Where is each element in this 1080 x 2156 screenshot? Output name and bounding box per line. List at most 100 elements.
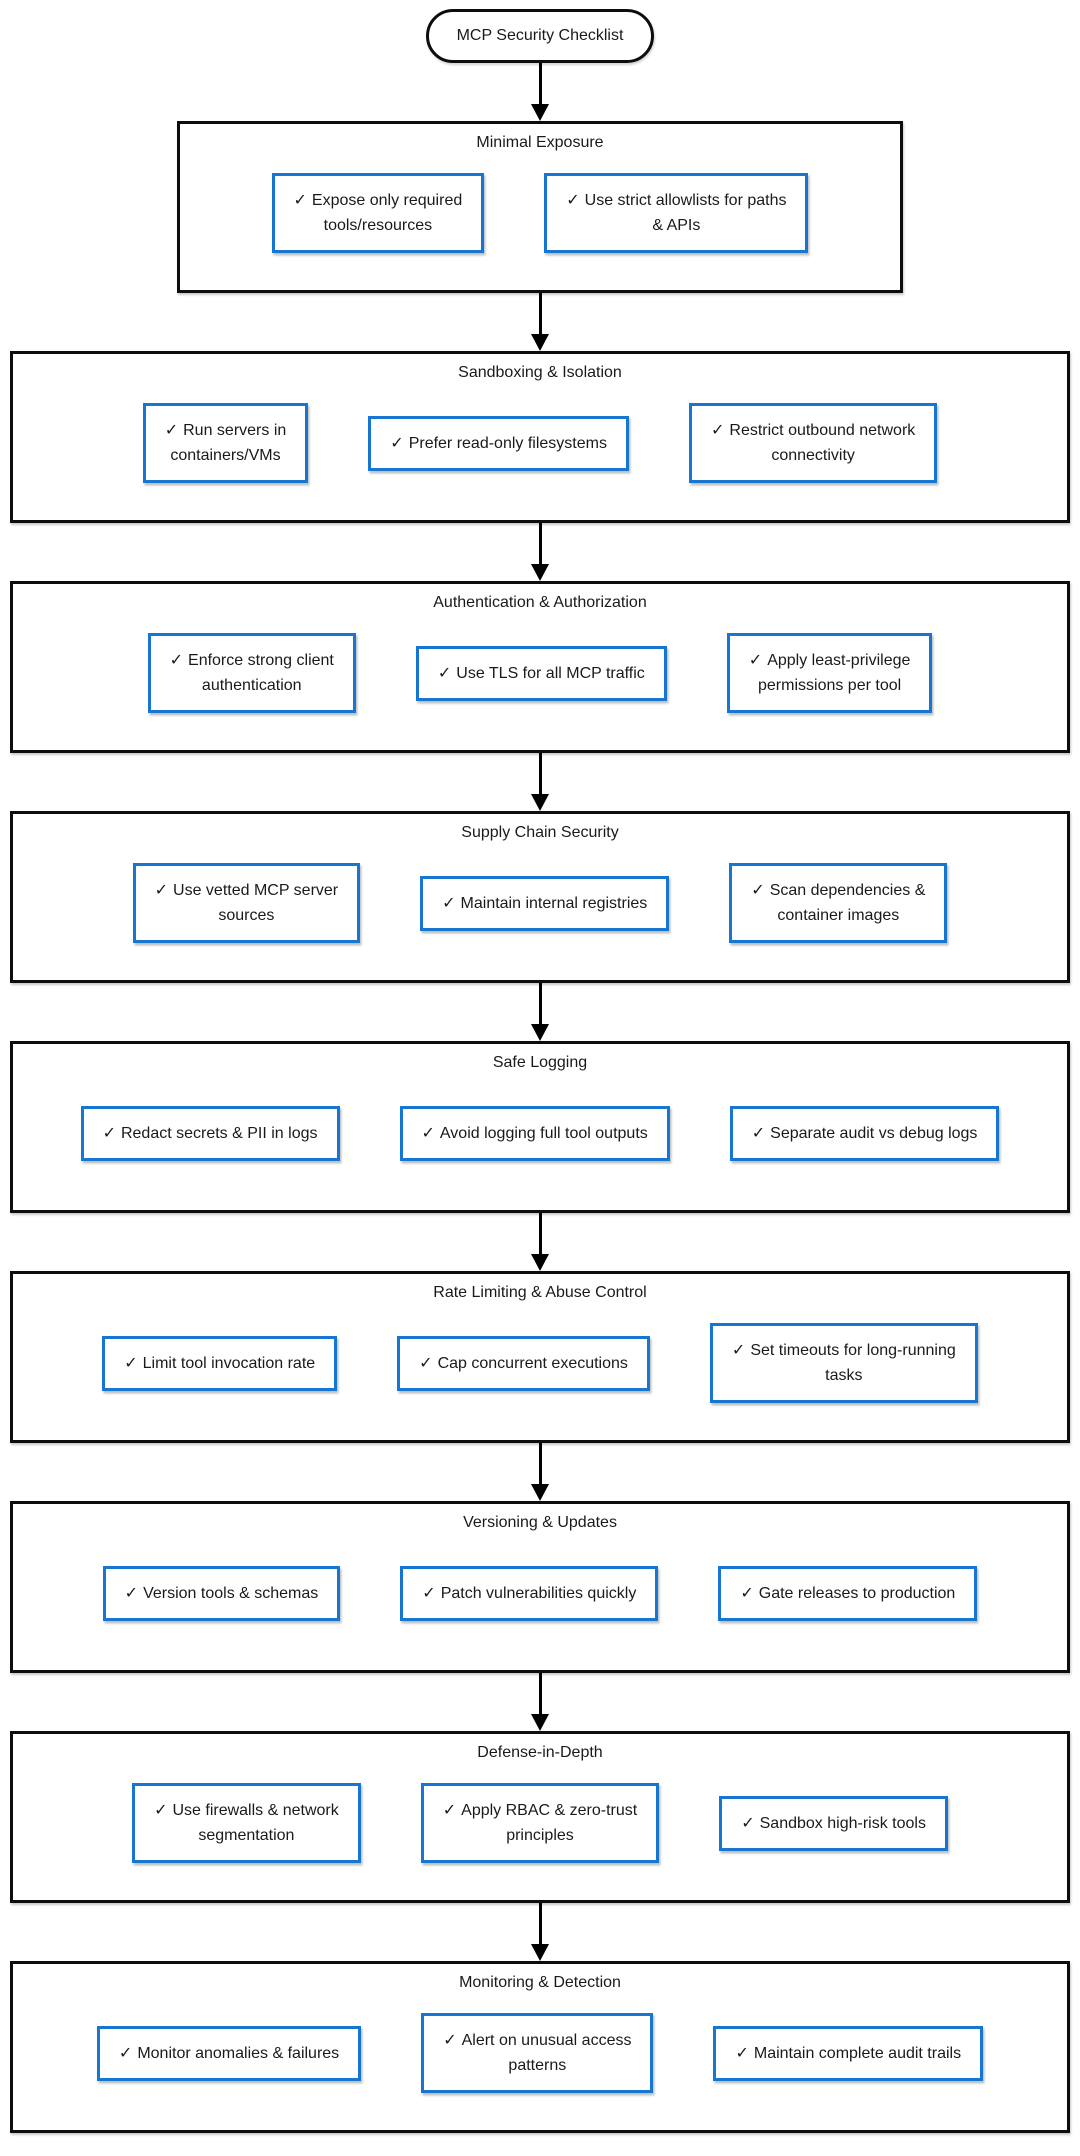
checklist-item: ✓Use firewalls & network segmentation <box>132 1783 361 1863</box>
checklist-item: ✓Version tools & schemas <box>102 1565 341 1621</box>
checklist-item: ✓Alert on unusual access patterns <box>421 2013 654 2093</box>
arrow-line <box>538 63 542 104</box>
check-icon: ✓ <box>164 422 179 439</box>
root-node-label: MCP Security Checklist <box>456 27 624 44</box>
checklist-item: ✓Run servers in containers/VMs <box>142 403 309 483</box>
section-safe-logging: Safe Logging ✓Redact secrets & PII in lo… <box>10 1041 1070 1213</box>
section-title: Defense-in-Depth <box>477 1744 603 1761</box>
checklist-item-label: Limit tool invocation rate <box>142 1354 316 1372</box>
check-icon: ✓ <box>751 882 765 899</box>
checklist-item-label: Monitor anomalies & failures <box>137 2044 340 2062</box>
checklist-item: ✓Expose only required tools/resources <box>271 173 485 253</box>
check-icon: ✓ <box>748 652 763 669</box>
section-items: ✓Enforce strong client authentication ✓U… <box>13 612 1067 750</box>
checklist-item: ✓Set timeouts for long-running tasks <box>709 1323 978 1403</box>
arrow-line <box>538 1213 542 1254</box>
checklist-item: ✓Avoid logging full tool outputs <box>399 1105 670 1161</box>
section-items: ✓Use vetted MCP server sources ✓Maintain… <box>13 842 1067 980</box>
section-items: ✓Expose only required tools/resources ✓U… <box>180 152 900 290</box>
checklist-item-label: Apply least-privilege permissions per to… <box>758 652 911 694</box>
checklist-item-label: Avoid logging full tool outputs <box>439 1124 648 1142</box>
check-icon: ✓ <box>566 192 580 209</box>
section-minimal-exposure: Minimal Exposure ✓Expose only required t… <box>177 121 903 293</box>
checklist-item-label: Use firewalls & network segmentation <box>172 1802 339 1844</box>
checklist-item-label: Use strict allowlists for paths & APIs <box>584 192 787 234</box>
section-title: Minimal Exposure <box>476 134 604 151</box>
checklist-item-label: Separate audit vs debug logs <box>770 1124 978 1142</box>
checklist-item-label: Expose only required tools/resources <box>311 192 463 234</box>
arrow-head <box>531 564 549 581</box>
check-icon: ✓ <box>293 192 307 209</box>
check-icon: ✓ <box>437 664 452 682</box>
arrow-head <box>531 1944 549 1961</box>
checklist-item: ✓Use TLS for all MCP traffic <box>415 645 667 701</box>
check-icon: ✓ <box>169 652 184 669</box>
check-icon: ✓ <box>154 882 169 899</box>
checklist-item: ✓Separate audit vs debug logs <box>729 1105 1000 1161</box>
arrow-down-icon <box>531 983 549 1041</box>
checklist-item-label: Maintain complete audit trails <box>753 2044 962 2062</box>
arrow-down-icon <box>531 523 549 581</box>
section-supply-chain-security: Supply Chain Security ✓Use vetted MCP se… <box>10 811 1070 983</box>
checklist-item: ✓Maintain complete audit trails <box>713 2025 984 2081</box>
checklist-item-label: Maintain internal registries <box>460 894 648 912</box>
section-title: Authentication & Authorization <box>433 594 647 611</box>
checklist-item: ✓Restrict outbound network connectivity <box>688 403 938 483</box>
section-title: Supply Chain Security <box>461 824 619 841</box>
checklist-item-label: Use vetted MCP server sources <box>173 882 339 924</box>
checklist-item: ✓Apply RBAC & zero-trust principles <box>420 1783 660 1863</box>
checklist-item-label: Set timeouts for long-running tasks <box>750 1342 956 1384</box>
checklist-item-label: Gate releases to production <box>758 1584 956 1602</box>
arrow-head <box>531 794 549 811</box>
arrow-down-icon <box>531 1903 549 1961</box>
section-title: Sandboxing & Isolation <box>458 364 622 381</box>
section-items: ✓Limit tool invocation rate ✓Cap concurr… <box>13 1302 1067 1440</box>
checklist-item-label: Apply RBAC & zero-trust principles <box>461 1802 638 1844</box>
arrow-line <box>538 1443 542 1484</box>
arrow-line <box>538 523 542 564</box>
arrow-down-icon <box>531 1443 549 1501</box>
checklist-item: ✓Patch vulnerabilities quickly <box>400 1565 659 1621</box>
checklist-item-label: Version tools & schemas <box>143 1584 319 1602</box>
check-icon: ✓ <box>422 1584 436 1602</box>
checklist-item: ✓Apply least-privilege permissions per t… <box>726 633 933 713</box>
section-versioning-updates: Versioning & Updates ✓Version tools & sc… <box>10 1501 1070 1673</box>
check-icon: ✓ <box>442 894 456 912</box>
arrow-head <box>531 1484 549 1501</box>
arrow-line <box>538 1673 542 1714</box>
arrow-down-icon <box>531 1673 549 1731</box>
arrow-down-icon <box>531 753 549 811</box>
arrow-head <box>531 1024 549 1041</box>
checklist-item-label: Run servers in containers/VMs <box>170 422 287 464</box>
check-icon: ✓ <box>740 1584 754 1602</box>
check-icon: ✓ <box>154 1802 168 1819</box>
check-icon: ✓ <box>124 1354 138 1372</box>
checklist-item: ✓Limit tool invocation rate <box>102 1335 338 1391</box>
checklist-item-label: Restrict outbound network connectivity <box>729 422 916 464</box>
checklist-item: ✓Gate releases to production <box>718 1565 978 1621</box>
check-icon: ✓ <box>442 1802 457 1819</box>
checklist-item: ✓Cap concurrent executions <box>397 1335 650 1391</box>
checklist-item-label: Sandbox high-risk tools <box>759 1814 926 1832</box>
section-sandboxing-isolation: Sandboxing & Isolation ✓Run servers in c… <box>10 351 1070 523</box>
check-icon: ✓ <box>735 2044 749 2062</box>
arrow-head <box>531 1254 549 1271</box>
section-title: Rate Limiting & Abuse Control <box>433 1284 647 1301</box>
arrow-down-icon <box>531 293 549 351</box>
arrow-line <box>538 753 542 794</box>
checklist-item: ✓Sandbox high-risk tools <box>719 1795 948 1851</box>
arrow-line <box>538 983 542 1024</box>
checklist-item: ✓Use strict allowlists for paths & APIs <box>544 173 809 253</box>
section-title: Versioning & Updates <box>463 1514 617 1531</box>
checklist-item-label: Redact secrets & PII in logs <box>120 1124 318 1142</box>
section-items: ✓Use firewalls & network segmentation ✓A… <box>13 1762 1067 1900</box>
checklist-item: ✓Maintain internal registries <box>420 875 670 931</box>
arrow-down-icon <box>531 1213 549 1271</box>
checklist-item: ✓Enforce strong client authentication <box>147 633 356 713</box>
section-rate-limiting-abuse-control: Rate Limiting & Abuse Control ✓Limit too… <box>10 1271 1070 1443</box>
arrow-line <box>538 293 542 334</box>
checklist-item-label: Cap concurrent executions <box>437 1354 628 1372</box>
check-icon: ✓ <box>731 1342 746 1359</box>
check-icon: ✓ <box>102 1124 116 1142</box>
